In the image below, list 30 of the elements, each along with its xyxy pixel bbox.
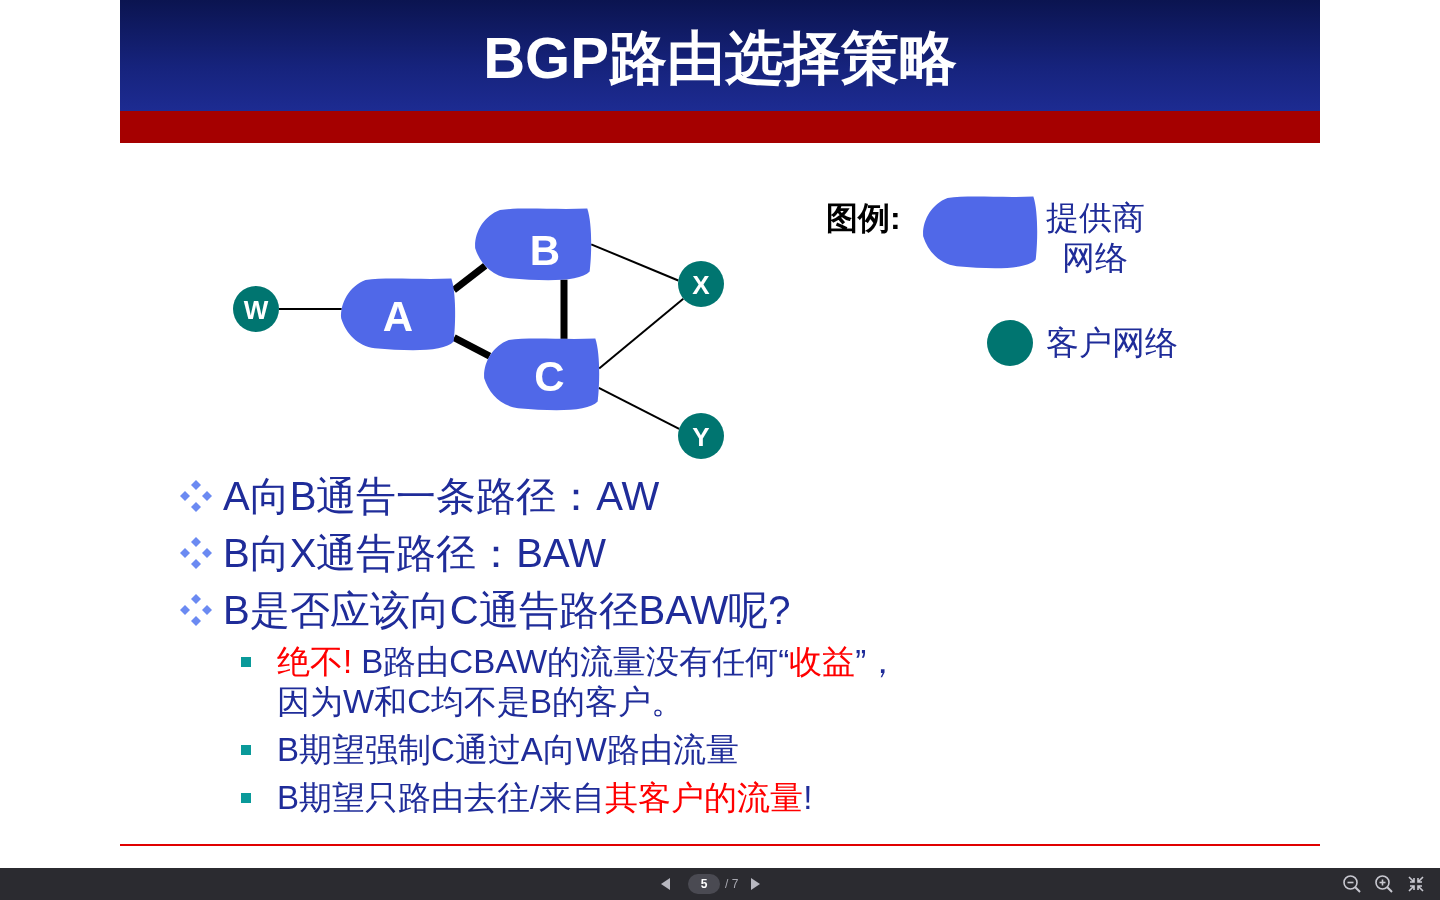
connector-line [278, 308, 343, 310]
provider-network-blob [474, 207, 592, 282]
node-label: W [243, 297, 269, 323]
provider-network-blob [483, 337, 600, 412]
connector-line [598, 297, 685, 370]
connector-line [452, 334, 492, 360]
bullet-text: B期望只路由去往/来自其客户的流量! [277, 778, 813, 818]
connector-line [560, 279, 568, 339]
node-label: A [382, 295, 414, 338]
bullet-text: 绝不! B路由CBAW的流量没有任何“收益”，因为W和C均不是B的客户。 [277, 642, 901, 722]
connector-line [597, 386, 681, 430]
legend-title: 图例: [826, 199, 901, 238]
legend-text: 提供商网络 [1044, 198, 1146, 278]
slide-title: BGP路由选择策略 [483, 29, 957, 87]
bullet-text: B期望强制C通过A向W路由流量 [277, 730, 739, 770]
legend-text: 客户网络 [1046, 323, 1179, 363]
node-label: X [692, 272, 710, 298]
page-number-field: 5 [688, 874, 720, 894]
connector-line [590, 243, 680, 282]
provider-network-blob [340, 277, 456, 352]
node-label: C [534, 355, 565, 398]
node-label: Y [692, 424, 710, 450]
customer-network-circle [678, 413, 724, 459]
page-count: / 7 [725, 876, 739, 893]
bullet-text: B是否应该向C通告路径BAW呢? [223, 588, 791, 632]
bullet-text: B向X通告路径：BAW [223, 531, 606, 575]
customer-network-circle [678, 261, 724, 307]
node-label: B [529, 229, 561, 272]
bullet-text: A向B通告一条路径：AW [223, 474, 660, 518]
customer-network-circle [233, 286, 279, 332]
